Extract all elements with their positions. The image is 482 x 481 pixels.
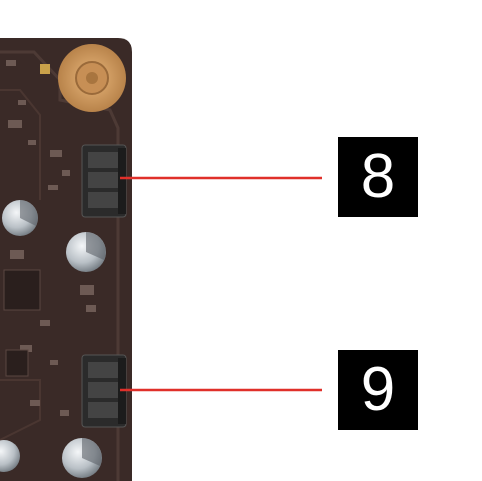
mounting-hole-icon <box>58 44 126 112</box>
pcb-edge-trace <box>0 50 120 481</box>
capacitor-icon <box>0 440 20 472</box>
capacitor-icon <box>66 232 106 272</box>
capacitor-icon <box>2 200 38 236</box>
fan-header-icon <box>81 144 127 218</box>
fan-header-icon <box>81 354 127 428</box>
smd-components <box>6 60 96 416</box>
smd-pad <box>40 64 50 74</box>
callout-label-8: 8 <box>338 137 418 217</box>
callout-number: 9 <box>360 355 396 424</box>
pcb-trace <box>0 89 41 200</box>
capacitor-icon <box>62 438 102 478</box>
ic-chip <box>3 269 41 377</box>
callout-label-9: 9 <box>338 350 418 430</box>
callout-number: 8 <box>360 142 396 211</box>
